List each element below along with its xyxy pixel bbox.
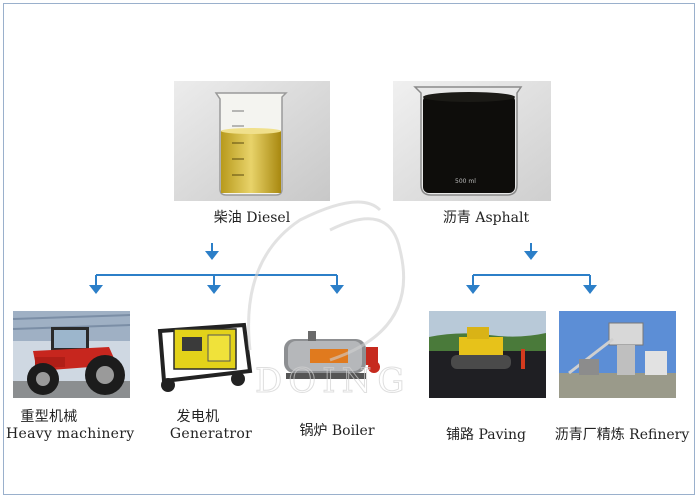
- generator-photo: [146, 311, 259, 398]
- heavy-machinery-en: Heavy machinery: [6, 426, 135, 442]
- generator-label: 发电机 Generatror: [168, 406, 254, 442]
- refinery-label: 沥青厂精炼 Refinery: [554, 427, 690, 443]
- heavy-machinery-label: 重型机械 Heavy machinery: [6, 406, 135, 442]
- refinery-photo: [559, 311, 676, 398]
- boiler-photo: [274, 311, 392, 398]
- asphalt-beaker-photo: 500 ml: [393, 81, 551, 201]
- boiler-label: 锅炉 Boiler: [299, 423, 375, 439]
- generator-en: Generatror: [169, 426, 253, 442]
- paving-label: 铺路 Paving: [446, 427, 526, 443]
- paving-photo: [429, 311, 546, 398]
- tractor-photo: [13, 311, 130, 398]
- diesel-beaker-photo: [174, 81, 330, 201]
- asphalt-label: 沥青 Asphalt: [442, 210, 530, 226]
- generator-cn: 发电机: [176, 409, 220, 425]
- svg-text:500 ml: 500 ml: [455, 178, 476, 185]
- heavy-machinery-cn: 重型机械: [20, 409, 78, 425]
